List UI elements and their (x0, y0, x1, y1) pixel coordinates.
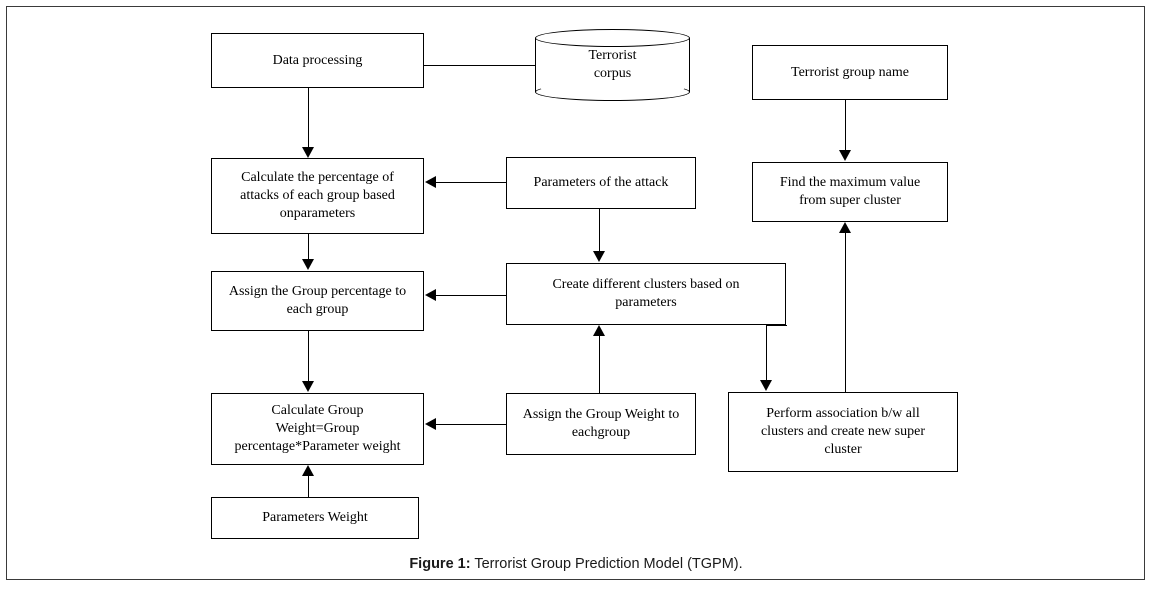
node-label: Data processing (272, 52, 363, 68)
node-create-clusters[interactable]: Create different clusters based on param… (506, 263, 786, 325)
node-terrorist-corpus[interactable]: Terrorist corpus (535, 29, 690, 101)
node-label: Parameters Weight (262, 510, 368, 526)
arrowhead-down-icon (302, 381, 314, 392)
edge-create-clusters-to-perform-association (766, 325, 767, 381)
cylinder-bottom-ellipse (535, 83, 690, 101)
node-label: Assign the Group Weight to eachgroup (522, 407, 680, 440)
edge-calculate-percentage-to-assign-group-percentage (308, 234, 309, 260)
node-assign-group-weight[interactable]: Assign the Group Weight to eachgroup (506, 393, 696, 455)
edge-parameters-of-attack-to-calculate-percentage (436, 182, 506, 183)
arrowhead-left-icon (425, 289, 436, 301)
arrowhead-up-icon (593, 325, 605, 336)
edge-assign-group-weight-to-calculate-group-weight (436, 424, 506, 425)
arrowhead-down-icon (302, 147, 314, 158)
edge-data-processing-to-calculate-percentage (308, 88, 309, 148)
node-parameters-of-attack[interactable]: Parameters of the attack (506, 157, 696, 209)
figure-caption-label: Figure 1: (409, 556, 471, 572)
edge-data-processing-to-terrorist-corpus (424, 65, 535, 66)
node-assign-group-percentage[interactable]: Assign the Group percentage to each grou… (211, 271, 424, 331)
node-label: Assign the Group percentage to each grou… (228, 284, 407, 317)
edge-assign-group-percentage-to-calculate-group-weight (308, 331, 309, 382)
arrowhead-up-icon (302, 465, 314, 476)
node-label: Perform association b/w all clusters and… (760, 406, 926, 457)
edge-assign-group-weight-to-create-clusters (599, 336, 600, 393)
edge-create-clusters-corner-segment (766, 325, 787, 326)
arrowhead-down-icon (593, 251, 605, 262)
node-label: Parameters of the attack (533, 175, 669, 191)
edge-parameters-of-attack-to-create-clusters (599, 209, 600, 252)
arrowhead-up-icon (839, 222, 851, 233)
cylinder-top-ellipse (535, 29, 690, 47)
node-label: Create different clusters based on param… (552, 277, 740, 310)
node-label: Calculate the percentage of attacks of e… (240, 170, 395, 221)
node-label: Find the maximum value from super cluste… (779, 175, 921, 208)
node-perform-association[interactable]: Perform association b/w all clusters and… (728, 392, 958, 472)
arrowhead-left-icon (425, 176, 436, 188)
node-label: Terrorist group name (791, 64, 909, 80)
edge-terrorist-group-name-to-find-maximum-value (845, 100, 846, 151)
node-label: Calculate Group Weight=Group percentage*… (234, 403, 401, 454)
edge-parameters-weight-to-calculate-group-weight (308, 476, 309, 497)
arrowhead-down-icon (760, 380, 772, 391)
arrowhead-down-icon (839, 150, 851, 161)
figure-caption: Figure 1: Terrorist Group Prediction Mod… (0, 556, 1152, 572)
edge-perform-association-to-find-maximum-value (845, 233, 846, 392)
node-find-maximum-value[interactable]: Find the maximum value from super cluste… (752, 162, 948, 222)
node-calculate-group-weight[interactable]: Calculate Group Weight=Group percentage*… (211, 393, 424, 465)
node-calculate-percentage[interactable]: Calculate the percentage of attacks of e… (211, 158, 424, 234)
node-data-processing[interactable]: Data processing (211, 33, 424, 88)
figure-caption-text: Terrorist Group Prediction Model (TGPM). (470, 556, 743, 572)
node-parameters-weight[interactable]: Parameters Weight (211, 497, 419, 539)
arrowhead-left-icon (425, 418, 436, 430)
node-label: Terrorist corpus (588, 48, 637, 81)
node-terrorist-group-name[interactable]: Terrorist group name (752, 45, 948, 100)
arrowhead-down-icon (302, 259, 314, 270)
edge-create-clusters-to-assign-group-percentage (436, 295, 506, 296)
